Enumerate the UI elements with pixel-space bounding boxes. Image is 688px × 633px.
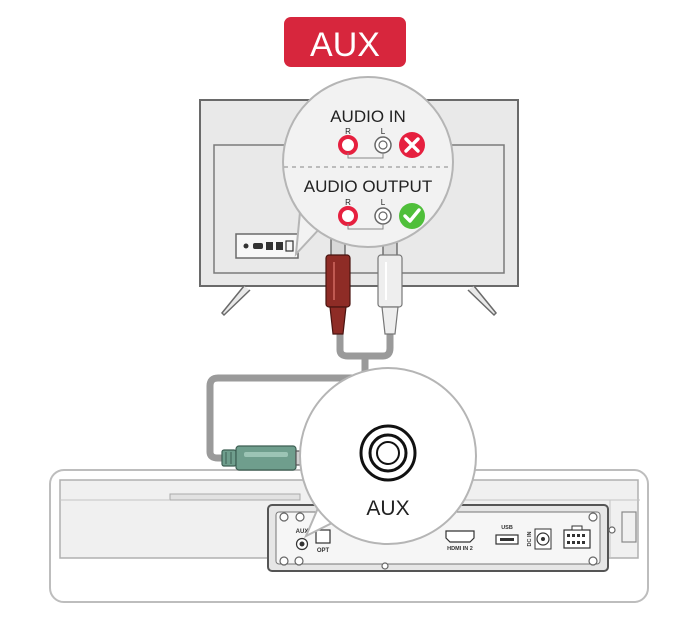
audio-output-l-jack — [374, 207, 392, 225]
audio-output-r-label: R — [345, 198, 351, 207]
panel-hdmi-label: HDMI IN 2 — [447, 546, 473, 552]
audio-output-r-jack — [338, 206, 358, 226]
red-plug-body — [325, 254, 351, 308]
audio-output-label: AUDIO OUTPUT — [304, 177, 432, 196]
white-plug-body — [377, 254, 403, 308]
screw-icon — [279, 512, 289, 522]
aux-plug-body — [235, 445, 297, 471]
screw-icon — [294, 556, 304, 566]
rca-plug-red — [325, 234, 351, 335]
badge-text: AUX — [310, 26, 380, 64]
soundbar-zoom-label: AUX — [366, 497, 409, 520]
white-plug-boot — [381, 306, 399, 335]
audio-in-r-jack — [338, 135, 358, 155]
tv-port-usb — [266, 242, 273, 250]
audio-in-l-label: L — [381, 127, 386, 136]
screw-icon — [588, 556, 598, 566]
soundbar-mount-slot — [621, 511, 637, 543]
panel-screws — [279, 512, 616, 570]
panel-usb-label: USB — [501, 525, 513, 531]
zoom-aux-jack-inner — [376, 441, 400, 465]
screw-icon — [279, 556, 289, 566]
tv-stand-left — [220, 285, 251, 317]
screw-icon — [295, 512, 305, 522]
tv-port-power — [285, 240, 294, 252]
panel-hdmi-port — [445, 530, 475, 543]
panel-dc-label: DC IN — [527, 531, 533, 546]
panel-aux-label: AUX — [296, 529, 309, 535]
panel-multipin-port — [563, 529, 591, 549]
soundbar-top-slot — [169, 493, 301, 501]
audio-in-l-jack — [374, 136, 392, 154]
screw-icon — [588, 512, 598, 522]
audio-in-r-label: R — [345, 127, 351, 136]
tv-zoom-circle — [282, 76, 454, 248]
tv-port-hdmi — [253, 243, 263, 249]
x-icon — [399, 132, 425, 158]
panel-opt-port — [315, 529, 331, 544]
tv-port-dot — [243, 243, 249, 249]
tv-stand-right — [467, 285, 498, 317]
soundbar-zoom-callout: AUX — [299, 367, 477, 545]
tv-port-lan — [276, 242, 283, 250]
badge-background — [284, 17, 406, 67]
check-icon — [399, 203, 425, 229]
audio-output-l-label: L — [381, 198, 386, 207]
panel-opt-label: OPT — [317, 548, 330, 554]
tv-zoom-callout: AUDIO IN R L AUDIO OUTPUT R L — [282, 76, 454, 257]
screw-icon — [608, 526, 616, 534]
audio-in-label: AUDIO IN — [330, 107, 406, 126]
aux-badge: AUX — [284, 17, 406, 67]
aux-plug-boot — [221, 449, 237, 467]
screw-icon — [381, 562, 389, 570]
red-plug-boot — [329, 306, 347, 335]
